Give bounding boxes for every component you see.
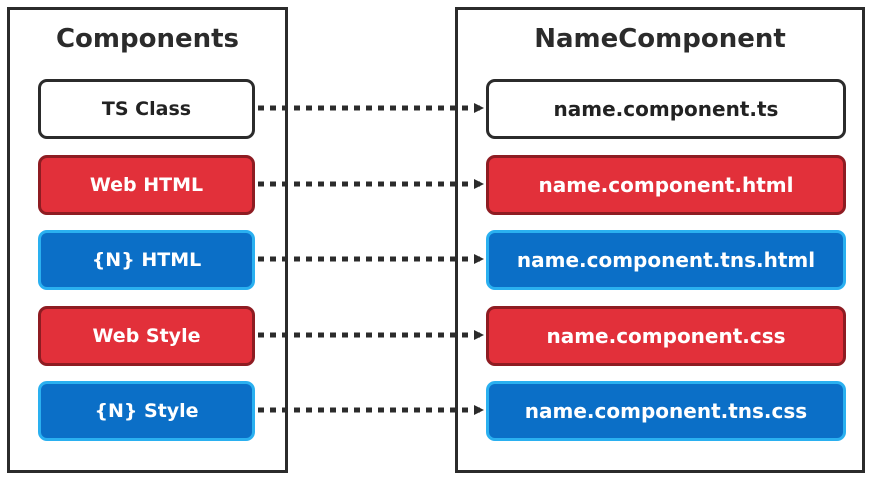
- web-style-box: Web Style: [38, 306, 255, 366]
- component-tns-html-box: name.component.tns.html: [486, 230, 846, 290]
- component-css-box: name.component.css: [486, 306, 846, 366]
- namecomponent-title: NameComponent: [534, 24, 786, 54]
- component-ts-box: name.component.ts: [486, 79, 846, 139]
- component-html-box: name.component.html: [486, 155, 846, 215]
- ts-class-box: TS Class: [38, 79, 255, 139]
- web-html-box: Web HTML: [38, 155, 255, 215]
- component-tns-css-box: name.component.tns.css: [486, 381, 846, 441]
- components-title: Components: [55, 24, 240, 54]
- n-html-box: {N} HTML: [38, 230, 255, 290]
- n-style-box: {N} Style: [38, 381, 255, 441]
